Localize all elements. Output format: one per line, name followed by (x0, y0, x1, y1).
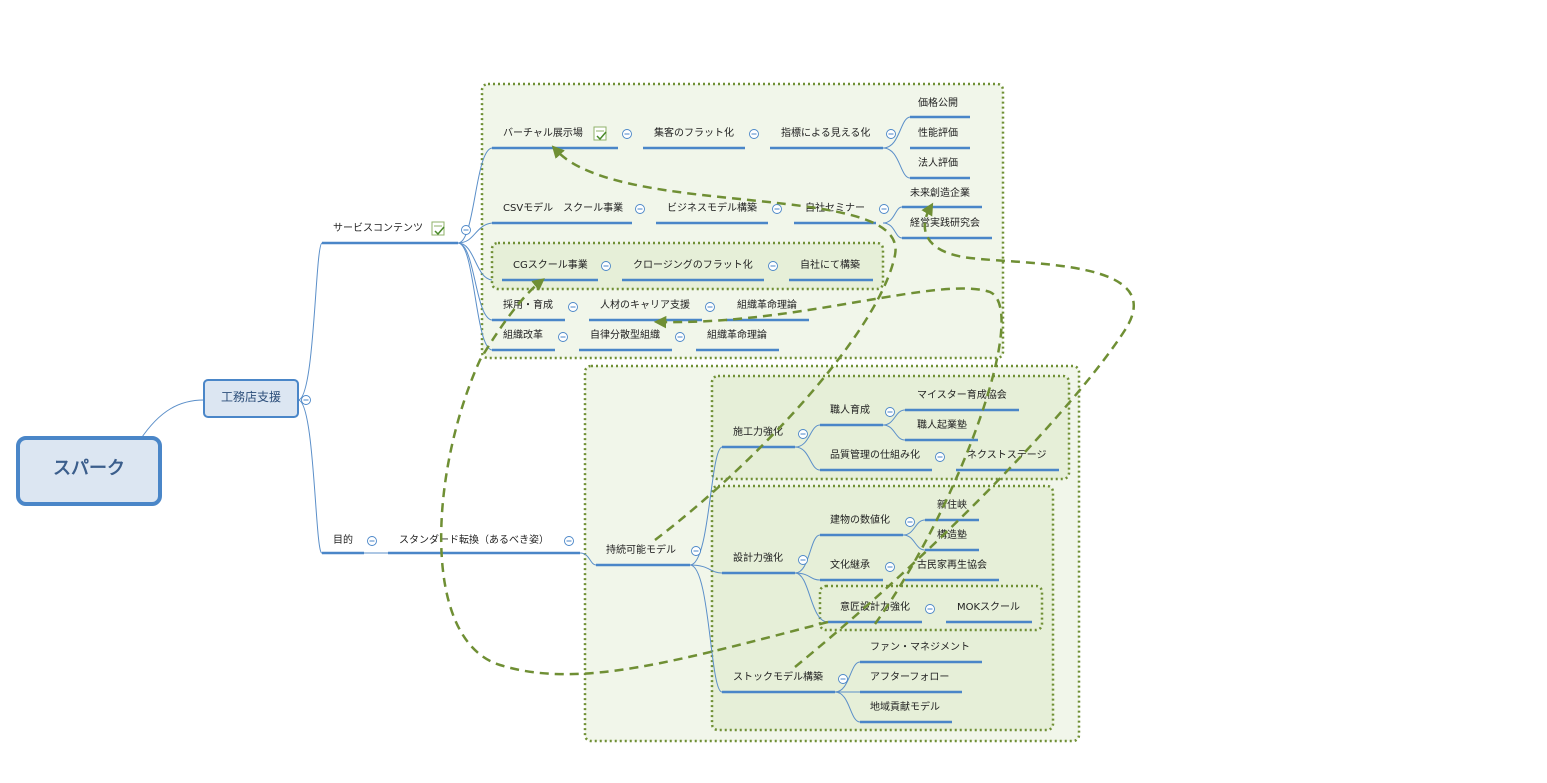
collapse-toggle[interactable] (705, 302, 715, 312)
node-reform[interactable]: 組織改革 (503, 328, 543, 341)
node-shinju[interactable]: 新住峡 (937, 498, 967, 511)
cg-region (490, 241, 885, 291)
node-csv[interactable]: CSVモデル スクール事業 (503, 201, 623, 214)
collapse-toggle[interactable] (772, 204, 782, 214)
node-theory1[interactable]: 組織革命理論 (737, 298, 797, 311)
collapse-toggle[interactable] (798, 429, 808, 439)
collapse-toggle[interactable] (461, 225, 471, 235)
node-service[interactable]: サービスコンテンツ (333, 222, 423, 234)
collapse-toggle[interactable] (749, 129, 759, 139)
node-construction[interactable]: 施工力強化 (733, 425, 783, 438)
collapse-toggle[interactable] (675, 332, 685, 342)
collapse-toggle[interactable] (601, 261, 611, 271)
main-node[interactable] (203, 379, 299, 418)
node-price[interactable]: 価格公開 (918, 96, 958, 109)
node-inhouse[interactable]: 自社にて構築 (800, 258, 860, 271)
collapse-toggle[interactable] (768, 261, 778, 271)
collapse-toggle[interactable] (935, 452, 945, 462)
node-seminar[interactable]: 自社セミナー (805, 201, 865, 214)
node-closing[interactable]: クロージングのフラット化 (633, 258, 753, 271)
main-label: 工務店支援 (221, 390, 281, 404)
collapse-toggle[interactable] (564, 536, 574, 546)
node-bizmodel[interactable]: ビジネスモデル構築 (667, 201, 757, 214)
collapse-toggle[interactable] (838, 674, 848, 684)
relation-arrow (794, 202, 1135, 668)
node-practice[interactable]: 経営実践研究会 (910, 216, 980, 229)
node-autonomous[interactable]: 自律分散型組織 (590, 328, 660, 341)
node-design[interactable]: 設計力強化 (733, 551, 783, 564)
node-purpose[interactable]: 目的 (333, 533, 353, 546)
collapse-toggle[interactable] (879, 204, 889, 214)
node-mok[interactable]: MOKスクール (957, 601, 1020, 613)
node-stock[interactable]: ストックモデル構築 (733, 670, 823, 683)
relation-arrow (653, 287, 1003, 625)
node-nextstage[interactable]: ネクストステージ (967, 449, 1047, 461)
node-flat-customer[interactable]: 集客のフラット化 (654, 126, 734, 139)
collapse-toggle[interactable] (558, 332, 568, 342)
node-craftsman[interactable]: 職人育成 (830, 403, 870, 416)
collapse-toggle[interactable] (798, 555, 808, 565)
node-startup[interactable]: 職人起業塾 (917, 418, 967, 431)
node-theory2[interactable]: 組織革命理論 (707, 328, 767, 341)
collapse-toggle[interactable] (568, 302, 578, 312)
collapse-toggle[interactable] (691, 546, 701, 556)
collapse-toggle[interactable] (301, 395, 311, 405)
node-standard[interactable]: スタンダード転換（あるべき姿） (399, 533, 549, 546)
collapse-toggle[interactable] (886, 129, 896, 139)
collapse-toggle[interactable] (885, 562, 895, 572)
node-numeric[interactable]: 建物の数値化 (830, 513, 890, 526)
node-culture[interactable]: 文化継承 (830, 558, 870, 571)
node-corporate[interactable]: 法人評価 (918, 156, 958, 169)
collapse-toggle[interactable] (635, 204, 645, 214)
collapse-toggle[interactable] (367, 536, 377, 546)
relation-arrow (440, 278, 829, 676)
collapse-toggle[interactable] (885, 407, 895, 417)
node-virtual[interactable]: バーチャル展示場 (503, 126, 583, 139)
connectors (139, 116, 926, 723)
node-community[interactable]: 地域貢献モデル (870, 700, 940, 713)
node-ishou[interactable]: 意匠設計力強化 (840, 600, 910, 613)
collapse-toggle[interactable] (905, 517, 915, 527)
note-icon[interactable] (431, 221, 445, 236)
relationship-arrows (440, 145, 1135, 676)
relation-arrow (551, 145, 897, 541)
node-quality[interactable]: 品質管理の仕組み化 (830, 448, 920, 461)
node-metrics[interactable]: 指標による見える化 (781, 126, 870, 139)
node-cg[interactable]: CGスクール事業 (513, 258, 588, 271)
node-after[interactable]: アフターフォロー (870, 671, 949, 683)
node-kominka[interactable]: 古民家再生協会 (917, 558, 987, 571)
collapse-toggle[interactable] (622, 129, 632, 139)
root-node[interactable] (16, 436, 162, 506)
node-structure[interactable]: 構造塾 (937, 528, 967, 541)
node-career[interactable]: 人材のキャリア支援 (600, 298, 690, 311)
root-label: スパーク (53, 458, 125, 479)
node-sustainable[interactable]: 持続可能モデル (606, 543, 676, 556)
node-performance[interactable]: 性能評価 (918, 126, 958, 139)
node-fan[interactable]: ファン・マネジメント (870, 641, 970, 653)
node-meister[interactable]: マイスター育成協会 (917, 388, 1007, 401)
node-future[interactable]: 未来創造企業 (910, 186, 970, 199)
collapse-toggle[interactable] (925, 604, 935, 614)
node-recruit[interactable]: 採用・育成 (503, 298, 553, 311)
note-icon[interactable] (593, 126, 607, 141)
